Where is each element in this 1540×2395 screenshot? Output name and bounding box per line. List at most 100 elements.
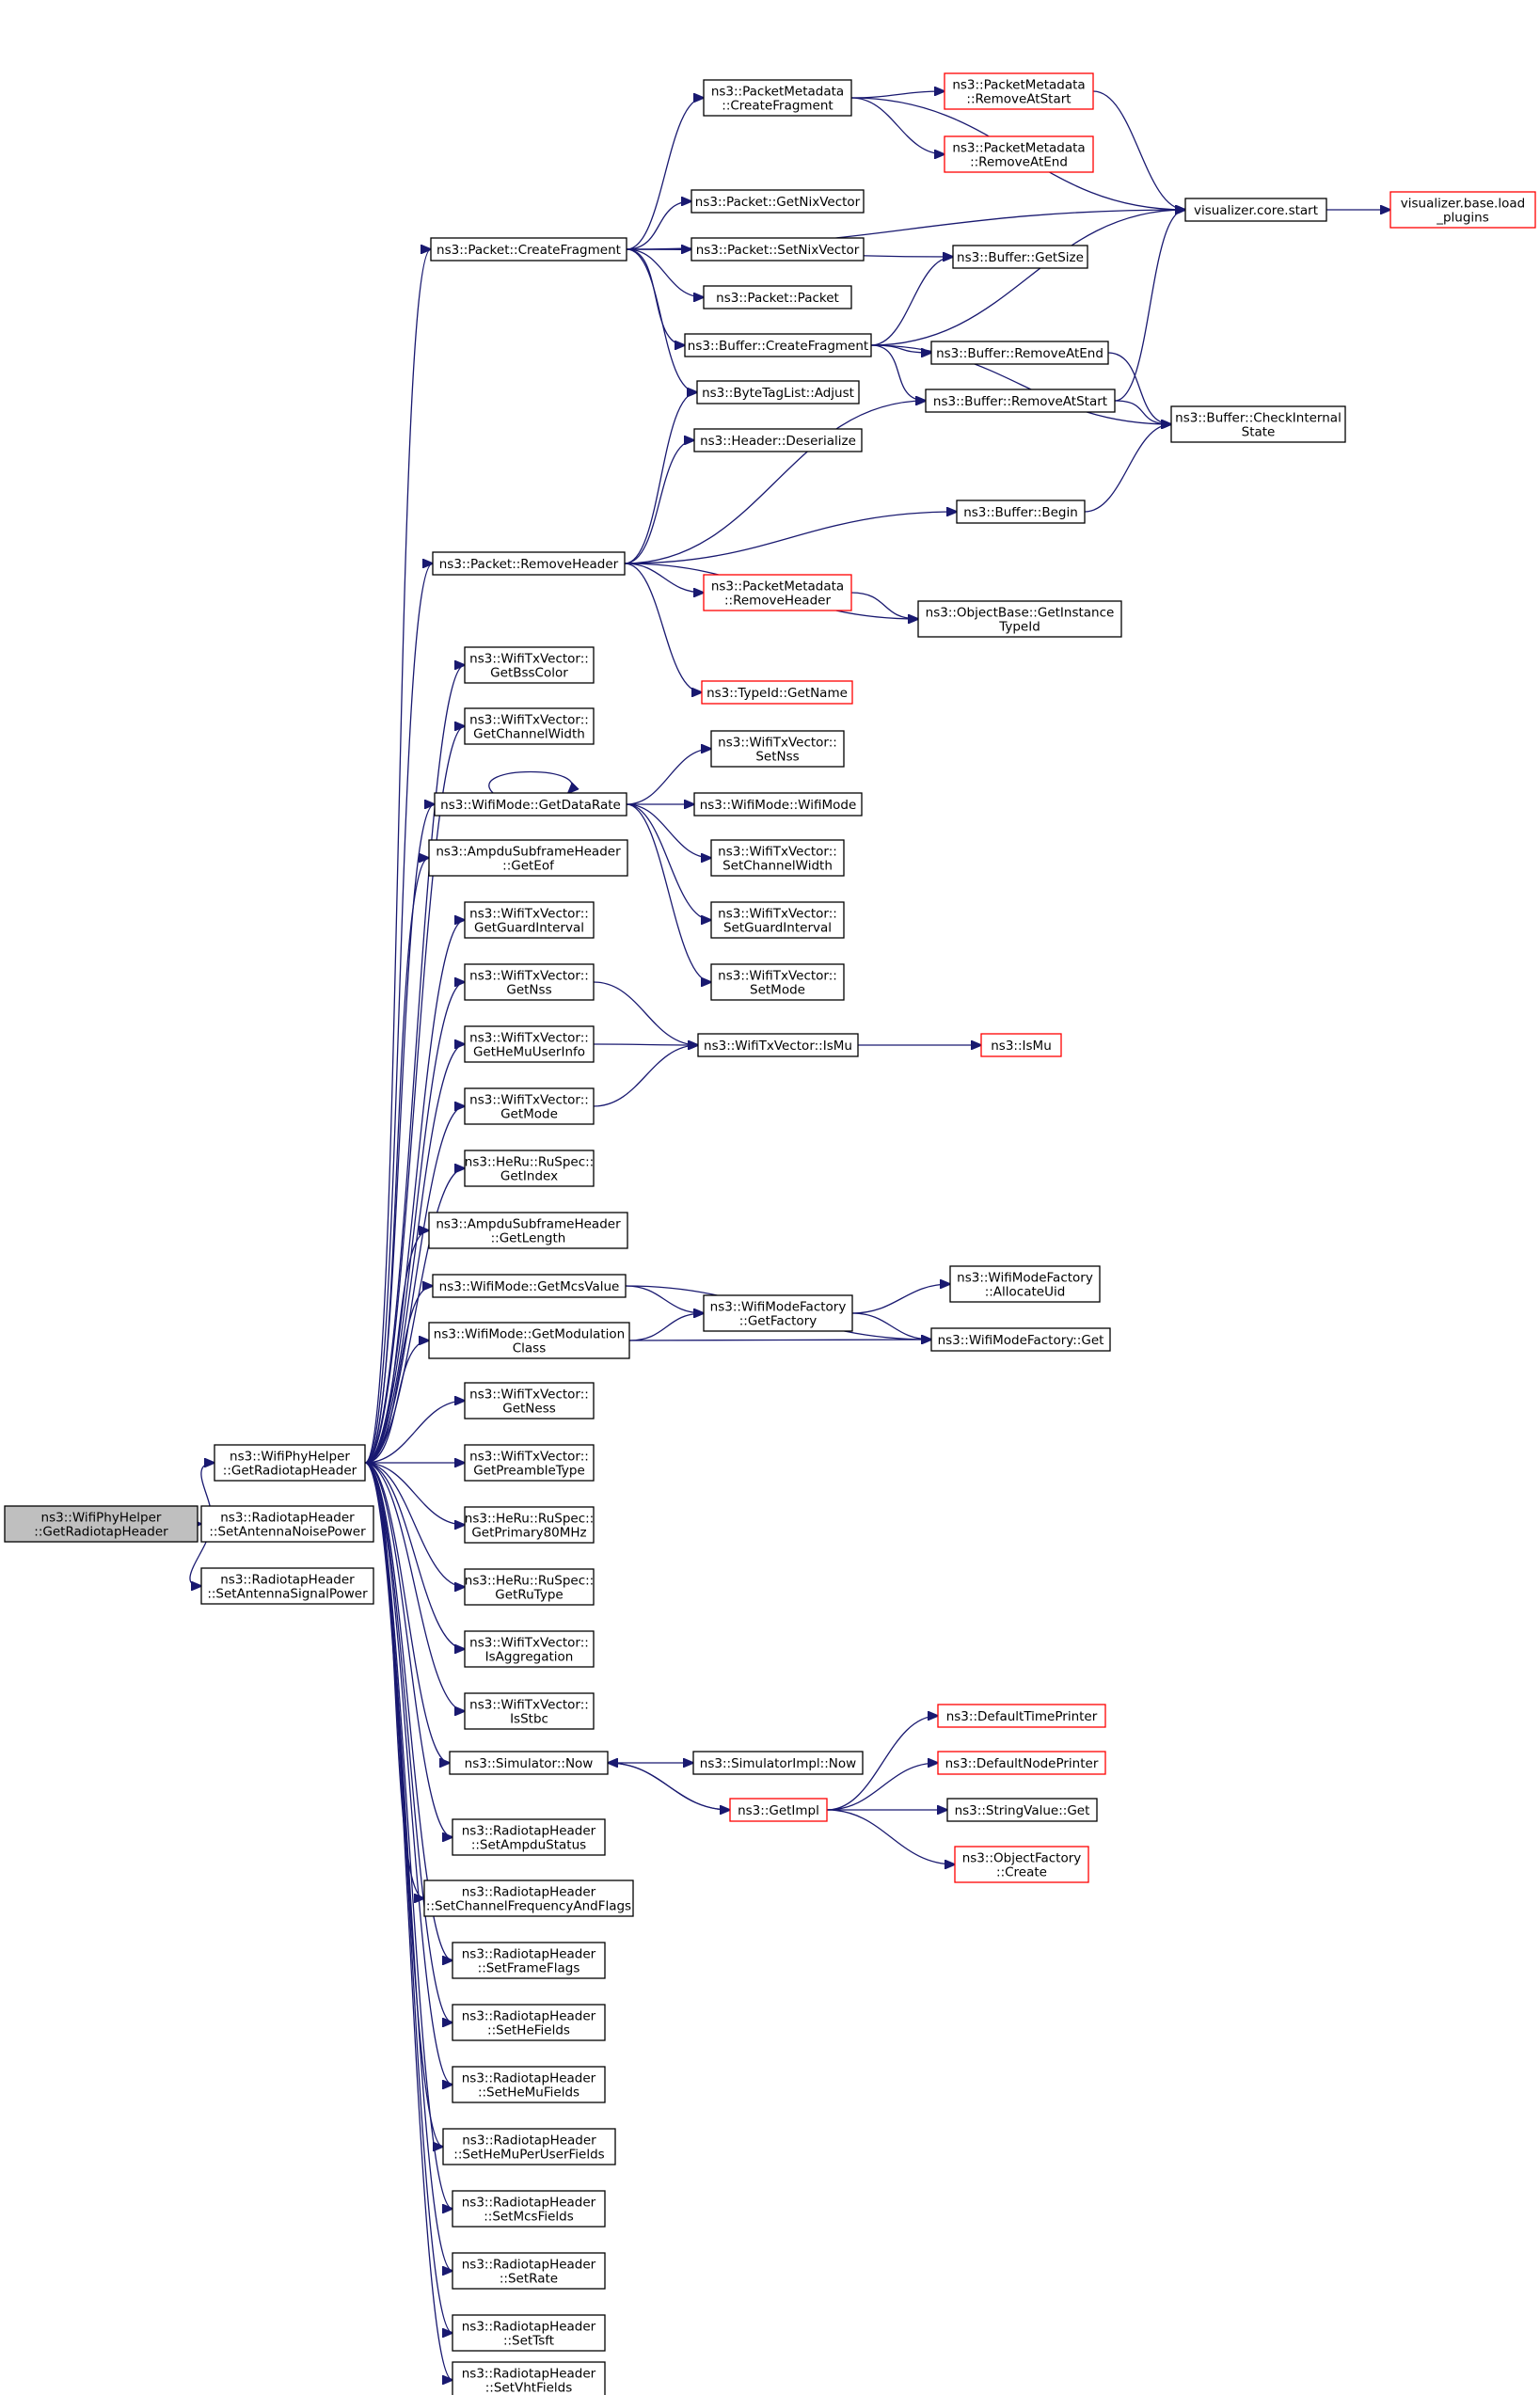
function-node-getimpl[interactable]: ns3::GetImpl <box>729 1798 828 1822</box>
node-label: GetRuType <box>495 1588 563 1603</box>
function-node-rh-asp[interactable]: ns3::RadiotapHeader::SetAntennaSignalPow… <box>200 1567 374 1605</box>
function-node-ash-glen[interactable]: ns3::AmpduSubframeHeader::GetLength <box>428 1212 628 1249</box>
function-node-tx-isstbc[interactable]: ns3::WifiTxVector::IsStbc <box>464 1692 595 1730</box>
function-node-tid-gn[interactable]: ns3::TypeId::GetName <box>701 680 853 705</box>
node-box <box>930 341 1109 365</box>
node-box <box>449 1751 609 1775</box>
function-node-tx-gcw[interactable]: ns3::WifiTxVector::GetChannelWidth <box>464 707 595 745</box>
function-node-buf-rae[interactable]: ns3::Buffer::RemoveAtEnd <box>930 341 1109 365</box>
function-node-wmf-gf[interactable]: ns3::WifiModeFactory::GetFactory <box>703 1294 853 1332</box>
node-box <box>710 730 845 768</box>
node-label: ns3::Packet::GetNixVector <box>695 195 861 210</box>
function-node-vis-start[interactable]: visualizer.core.start <box>1184 198 1327 222</box>
node-label: ns3::TypeId::GetName <box>706 686 848 701</box>
function-node-rh-sff[interactable]: ns3::RadiotapHeader::SetFrameFlags <box>452 1942 606 1979</box>
node-box <box>949 1265 1101 1303</box>
function-node-wmf-get[interactable]: ns3::WifiModeFactory::Get <box>930 1327 1111 1352</box>
node-box <box>952 245 1088 269</box>
function-node-rh-svht[interactable]: ns3::RadiotapHeader::SetVhtFields <box>452 2361 606 2395</box>
function-node-sv-get[interactable]: ns3::StringValue::Get <box>946 1798 1098 1822</box>
function-node-rh-srate[interactable]: ns3::RadiotapHeader::SetRate <box>452 2252 606 2290</box>
function-node-tx-sgi[interactable]: ns3::WifiTxVector::SetGuardInterval <box>710 901 845 939</box>
function-node-wph[interactable]: ns3::WifiPhyHelper::GetRadiotapHeader <box>214 1444 366 1482</box>
node-label: ::SetFrameFlags <box>478 1961 580 1976</box>
function-node-ismu[interactable]: ns3::IsMu <box>980 1033 1062 1057</box>
function-node-pm-ras[interactable]: ns3::PacketMetadata::RemoveAtStart <box>944 72 1094 110</box>
function-node-pm-rh[interactable]: ns3::PacketMetadata::RemoveHeader <box>703 574 852 611</box>
function-node-tx-gmode[interactable]: ns3::WifiTxVector::GetMode <box>464 1087 595 1125</box>
function-node-tx-smode[interactable]: ns3::WifiTxVector::SetMode <box>710 963 845 1001</box>
node-box <box>452 1942 606 1979</box>
function-node-tx-ghmu[interactable]: ns3::WifiTxVector::GetHeMuUserInfo <box>464 1025 595 1063</box>
function-node-sim-now[interactable]: ns3::Simulator::Now <box>449 1751 609 1775</box>
function-node-buf-cf[interactable]: ns3::Buffer::CreateFragment <box>684 333 872 357</box>
function-node-root[interactable]: ns3::WifiPhyHelper::GetRadiotapHeader <box>4 1505 198 1543</box>
node-label: ::SetAntennaNoisePower <box>209 1525 366 1540</box>
function-node-tx-ismu[interactable]: ns3::WifiTxVector::IsMu <box>697 1033 859 1057</box>
function-node-tx-snss[interactable]: ns3::WifiTxVector::SetNss <box>710 730 845 768</box>
function-node-wm-gmcs[interactable]: ns3::WifiMode::GetMcsValue <box>432 1274 627 1298</box>
function-node-tx-gpt[interactable]: ns3::WifiTxVector::GetPreambleType <box>464 1444 595 1482</box>
function-node-ru-gp80[interactable]: ns3::HeRu::RuSpec::GetPrimary80MHz <box>464 1506 595 1544</box>
node-label: ::GetEof <box>502 859 555 874</box>
function-node-buf-ras[interactable]: ns3::Buffer::RemoveAtStart <box>925 389 1116 413</box>
function-node-rh-stsft[interactable]: ns3::RadiotapHeader::SetTsft <box>452 2314 606 2352</box>
node-label: ns3::WifiModeFactory::Get <box>938 1333 1104 1348</box>
function-node-pk-pk[interactable]: ns3::Packet::Packet <box>703 285 852 309</box>
function-node-ru-grt[interactable]: ns3::HeRu::RuSpec::GetRuType <box>464 1568 595 1606</box>
function-node-tx-gnss[interactable]: ns3::WifiTxVector::GetNss <box>464 963 595 1001</box>
node-box <box>200 1567 374 1605</box>
function-node-wm-gdr[interactable]: ns3::WifiMode::GetDataRate <box>434 792 627 817</box>
function-node-ru-gidx[interactable]: ns3::HeRu::RuSpec::GetIndex <box>464 1150 595 1187</box>
edge-pk-rh-to-btl-adj <box>624 392 697 564</box>
function-node-wmf-au[interactable]: ns3::WifiModeFactory::AllocateUid <box>949 1265 1101 1303</box>
function-node-buf-beg[interactable]: ns3::Buffer::Begin <box>956 500 1086 524</box>
function-node-buf-gs[interactable]: ns3::Buffer::GetSize <box>952 245 1088 269</box>
node-label: GetNess <box>502 1402 556 1417</box>
edge-wph-to-tx-gness <box>364 1401 465 1464</box>
node-box <box>464 1506 595 1544</box>
function-node-dtp[interactable]: ns3::DefaultTimePrinter <box>937 1704 1106 1728</box>
node-box <box>703 574 852 611</box>
function-node-tx-gbc[interactable]: ns3::WifiTxVector::GetBssColor <box>464 646 595 684</box>
function-node-rh-shef[interactable]: ns3::RadiotapHeader::SetHeFields <box>452 2004 606 2041</box>
function-node-vis-load[interactable]: visualizer.base.load_plugins <box>1389 191 1536 229</box>
node-label: ns3::PacketMetadata <box>952 141 1085 156</box>
node-label: GetNss <box>506 983 551 998</box>
edge-wph-to-tx-gmode <box>364 1106 465 1464</box>
function-node-rh-shemupu[interactable]: ns3::RadiotapHeader::SetHeMuPerUserField… <box>442 2128 616 2165</box>
function-node-tx-scw[interactable]: ns3::WifiTxVector::SetChannelWidth <box>710 839 845 877</box>
function-node-tx-gness[interactable]: ns3::WifiTxVector::GetNess <box>464 1382 595 1420</box>
node-box <box>452 2190 606 2228</box>
function-node-rh-shemu[interactable]: ns3::RadiotapHeader::SetHeMuFields <box>452 2066 606 2103</box>
node-label: TypeId <box>998 620 1040 635</box>
function-node-btl-adj[interactable]: ns3::ByteTagList::Adjust <box>696 380 860 404</box>
function-node-ash-geof[interactable]: ns3::AmpduSubframeHeader::GetEof <box>428 839 628 877</box>
function-node-rh-scff[interactable]: ns3::RadiotapHeader::SetChannelFrequency… <box>423 1880 634 1917</box>
function-node-tx-isagg[interactable]: ns3::WifiTxVector::IsAggregation <box>464 1630 595 1668</box>
node-box <box>452 2066 606 2103</box>
function-node-rh-smcs[interactable]: ns3::RadiotapHeader::SetMcsFields <box>452 2190 606 2228</box>
function-node-pk-snv[interactable]: ns3::Packet::SetNixVector <box>691 237 865 262</box>
function-node-pk-gnv[interactable]: ns3::Packet::GetNixVector <box>691 189 865 214</box>
function-node-rh-sas[interactable]: ns3::RadiotapHeader::SetAmpduStatus <box>452 1818 606 1856</box>
node-box <box>452 1818 606 1856</box>
function-node-pm-rae[interactable]: ns3::PacketMetadata::RemoveAtEnd <box>944 135 1094 173</box>
function-node-tx-ggi[interactable]: ns3::WifiTxVector::GetGuardInterval <box>464 901 595 939</box>
function-node-rh-anp[interactable]: ns3::RadiotapHeader::SetAntennaNoisePowe… <box>200 1505 374 1543</box>
function-node-of-create[interactable]: ns3::ObjectFactory::Create <box>954 1846 1089 1883</box>
function-node-pk-rh[interactable]: ns3::Packet::RemoveHeader <box>432 551 626 576</box>
edge-wph-to-rh-shemu <box>364 1462 452 2085</box>
node-label: ns3::WifiTxVector:: <box>469 907 589 922</box>
function-node-dnp[interactable]: ns3::DefaultNodePrinter <box>937 1751 1106 1775</box>
function-node-pk-cf[interactable]: ns3::Packet::CreateFragment <box>430 237 627 262</box>
function-node-simimpl-now[interactable]: ns3::SimulatorImpl::Now <box>692 1751 864 1775</box>
function-node-hdr-des[interactable]: ns3::Header::Deserialize <box>693 428 863 452</box>
function-node-pm-cf[interactable]: ns3::PacketMetadata::CreateFragment <box>703 79 852 117</box>
node-label: ns3::ByteTagList::Adjust <box>702 386 854 401</box>
node-box <box>946 1798 1098 1822</box>
function-node-wm-wm[interactable]: ns3::WifiMode::WifiMode <box>693 792 863 817</box>
